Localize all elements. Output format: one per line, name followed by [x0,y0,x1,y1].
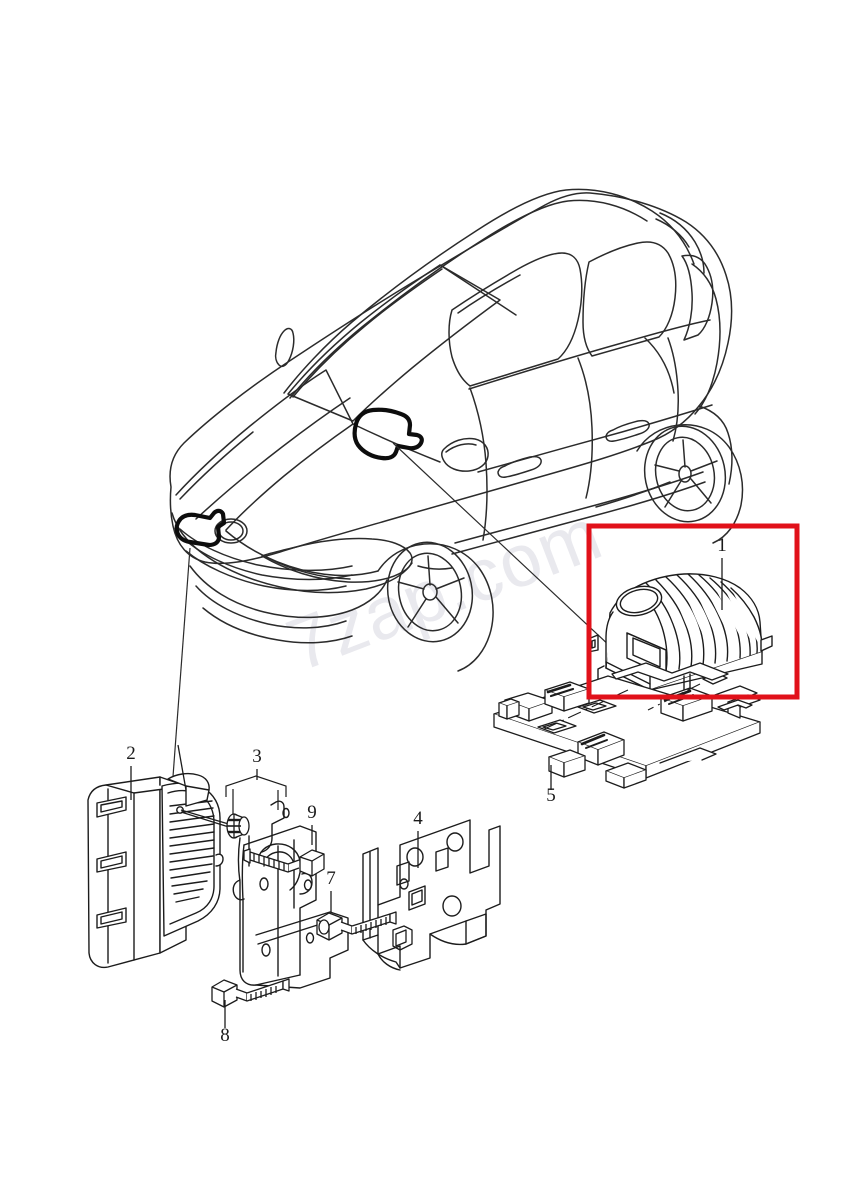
part-4-clip[interactable] [392,925,413,951]
callout-number-3: 3 [252,746,262,767]
part-9-hex-bolt[interactable] [243,848,325,877]
highlight-box [586,523,800,700]
part-7-hex-bolt[interactable] [316,911,397,941]
part-8-hex-bolt[interactable] [211,978,290,1008]
callout-number-8: 8 [220,1025,230,1046]
part-5-carrier-plate[interactable] [493,662,761,789]
cowl-mount-marker [352,407,424,461]
callout-leaders [130,558,723,1028]
part-3-brace [225,775,287,817]
callout-number-4: 4 [413,808,423,829]
part-2-top-leader [177,744,187,791]
part-4-mounting-bracket[interactable] [362,819,501,971]
part-1-amplifier[interactable] [587,573,773,693]
callout-number-1: 1 [717,535,727,556]
vehicle-illustration [169,188,744,672]
callout-number-5: 5 [546,785,556,806]
part-3-grommet[interactable] [226,813,250,839]
grommet-axis-line [180,809,233,829]
bumper-to-generator-leader [171,547,191,791]
leader-lines-group [171,442,613,791]
bumper-mount-marker [174,508,227,548]
callout-numbers: 1 2 3 4 5 7 8 9 [126,535,727,1046]
part-2-sound-generator[interactable] [87,772,224,969]
callout-number-2: 2 [126,743,136,764]
callout-number-9: 9 [307,802,317,823]
cowl-to-amplifier-leader [392,442,613,649]
callout-number-7: 7 [326,868,336,889]
